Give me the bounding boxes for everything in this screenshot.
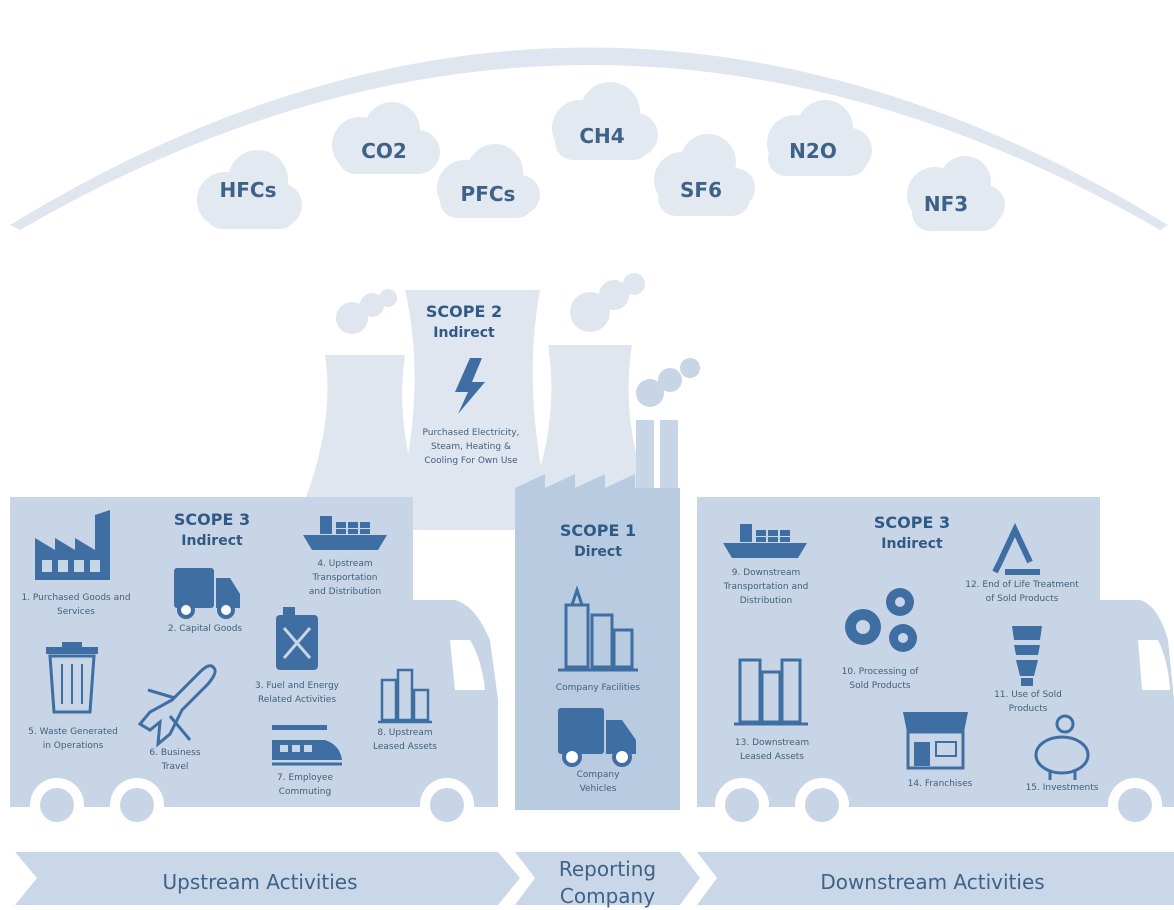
reporting-company-label: Reporting Company [558, 857, 657, 908]
item-business-travel: 6. Business Travel [149, 748, 201, 772]
scope3-downstream-subtitle: Indirect [881, 536, 943, 552]
item-company-facilities: Company Facilities [555, 683, 641, 693]
capital-goods-truck-icon [174, 568, 240, 619]
scope1-heading: SCOPE 1 Direct [548, 521, 648, 560]
gas-nf3-label: NF3 [923, 192, 969, 216]
scope3-upstream-title: SCOPE 3 [173, 510, 251, 529]
lightning-icon [455, 358, 485, 414]
scope1-subtitle: Direct [574, 544, 622, 560]
downstream-ship-icon [723, 524, 807, 558]
gears-icon [845, 588, 917, 652]
cloud-ch4 [552, 82, 658, 160]
company-vehicles-truck-icon [558, 708, 636, 767]
upstream-buildings-icon [378, 668, 432, 724]
piggy-bank-icon [1034, 714, 1090, 780]
gas-n2o-label: N2O [789, 139, 837, 163]
cloud-sf6 [654, 134, 755, 216]
item-end-of-life: 12. End of Life Treatment of Sold Produc… [965, 580, 1079, 604]
item-investments: 15. Investments [1025, 783, 1099, 793]
light-bulb-icon [1012, 626, 1042, 686]
upstream-activities-label: Upstream Activities [162, 870, 358, 894]
gas-pfcs-label: PFCs [460, 182, 516, 206]
ship-icon [303, 516, 387, 550]
item-capital-goods: 2. Capital Goods [167, 624, 243, 634]
item-use-sold-products: 11. Use of Sold Products [994, 690, 1062, 714]
item-franchises: 14. Franchises [907, 779, 973, 789]
activity-bands [15, 852, 1174, 905]
downstream-buildings-icon [734, 658, 808, 726]
factory-icon [35, 510, 110, 580]
item-downstream-leased-assets: 13. Downstream Leased Assets [734, 738, 810, 762]
scope3-downstream-title: SCOPE 3 [873, 513, 951, 532]
cloud-hfcs [197, 150, 302, 229]
gas-ch4-label: CH4 [579, 124, 625, 148]
item-downstream-transportation: 9. Downstream Transportation and Distrib… [723, 568, 809, 606]
cooling-towers [305, 273, 650, 530]
reporting-company-building [515, 358, 700, 810]
scope1-title: SCOPE 1 [559, 521, 637, 540]
scope2-title: SCOPE 2 [425, 302, 503, 321]
cloud-co2 [332, 102, 440, 174]
item-company-vehicles: Company Vehicles [576, 770, 620, 794]
scope3-downstream-heading: SCOPE 3 Indirect [862, 513, 962, 552]
gas-hfcs-label: HFCs [219, 178, 277, 202]
item-upstream-leased-assets: 8. Upstream Leased Assets [373, 728, 437, 752]
gas-clouds [197, 82, 1005, 231]
scope2-description: Purchased Electricity, Steam, Heating & … [422, 428, 520, 466]
cloud-nf3 [907, 156, 1005, 231]
train-icon [272, 725, 342, 766]
scope2-heading: SCOPE 2 Indirect [414, 302, 514, 341]
item-purchased-goods: 1. Purchased Goods and Services [21, 593, 131, 617]
scope3-upstream-subtitle: Indirect [181, 533, 243, 549]
downstream-activities-label: Downstream Activities [820, 870, 1045, 894]
airplane-icon [137, 664, 217, 748]
scope2-subtitle: Indirect [433, 325, 495, 341]
item-waste: 5. Waste Generated in Operations [28, 727, 118, 751]
cloud-n2o [767, 100, 872, 176]
item-upstream-transportation: 4. Upstream Transportation and Distribut… [308, 559, 382, 597]
gas-sf6-label: SF6 [680, 178, 722, 202]
franchise-store-icon [903, 712, 968, 770]
recycle-icon [992, 522, 1040, 575]
scope3-upstream-heading: SCOPE 3 Indirect [162, 510, 262, 549]
company-facilities-icon [558, 585, 638, 672]
item-employee-commuting: 7. Employee Commuting [276, 773, 334, 797]
fuel-can-icon [276, 607, 318, 670]
trash-can-icon [46, 642, 98, 714]
item-processing-sold-products: 10. Processing of Sold Products [841, 667, 919, 691]
atmosphere-arc [10, 47, 1168, 230]
item-fuel-energy: 3. Fuel and Energy Related Activities [254, 681, 340, 705]
gas-co2-label: CO2 [361, 139, 407, 163]
cloud-pfcs [437, 144, 540, 218]
